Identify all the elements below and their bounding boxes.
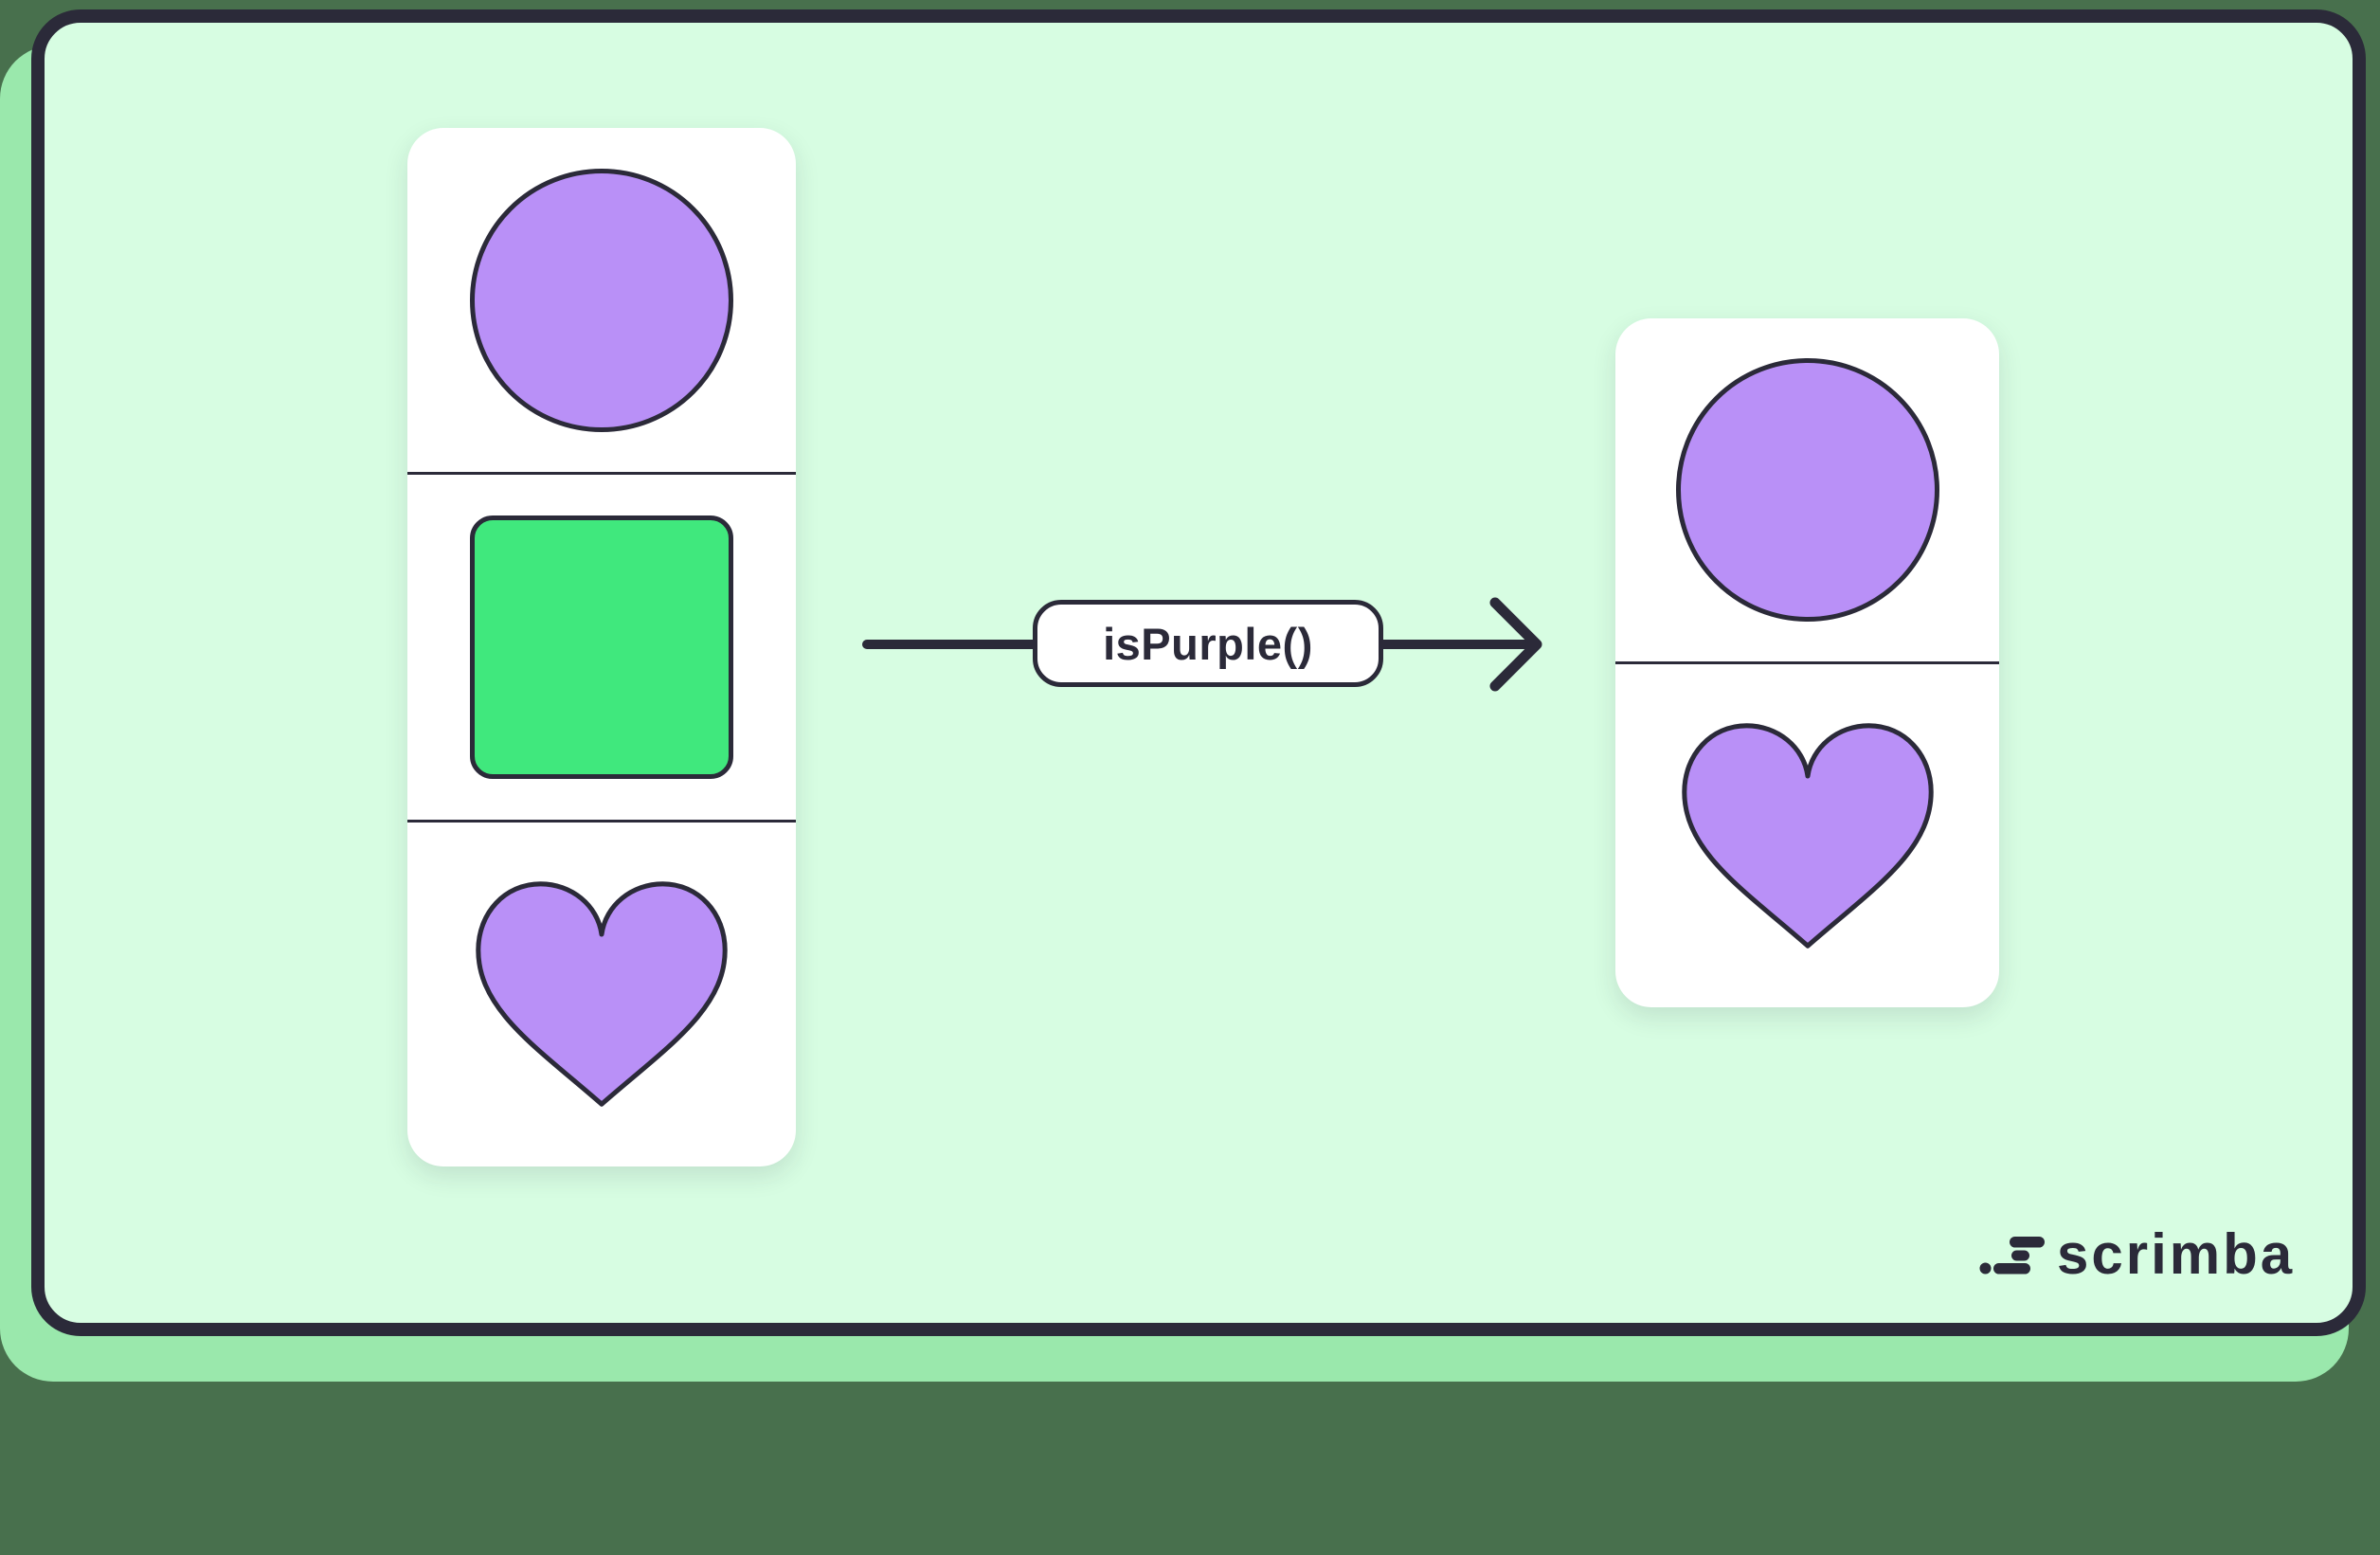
circle-cell: [1615, 318, 1999, 661]
purple-circle: [470, 168, 733, 432]
scrimba-logo: scrimba: [1978, 1221, 2295, 1283]
heart-cell: [407, 819, 796, 1166]
square-cell: [407, 472, 796, 819]
purple-heart: [476, 881, 728, 1108]
function-pill: isPurple(): [1033, 600, 1383, 687]
scrimba-wordmark: scrimba: [2057, 1222, 2296, 1286]
purple-circle: [1675, 358, 1939, 622]
circle-cell: [407, 128, 796, 472]
input-stack-card: [407, 128, 796, 1166]
output-stack-card: [1615, 318, 1999, 1007]
green-square: [470, 515, 733, 779]
heart-cell: [1615, 661, 1999, 1007]
scrimba-mark-icon: [1979, 1237, 2045, 1275]
function-label: isPurple(): [1103, 618, 1313, 669]
purple-heart: [1681, 723, 1934, 949]
